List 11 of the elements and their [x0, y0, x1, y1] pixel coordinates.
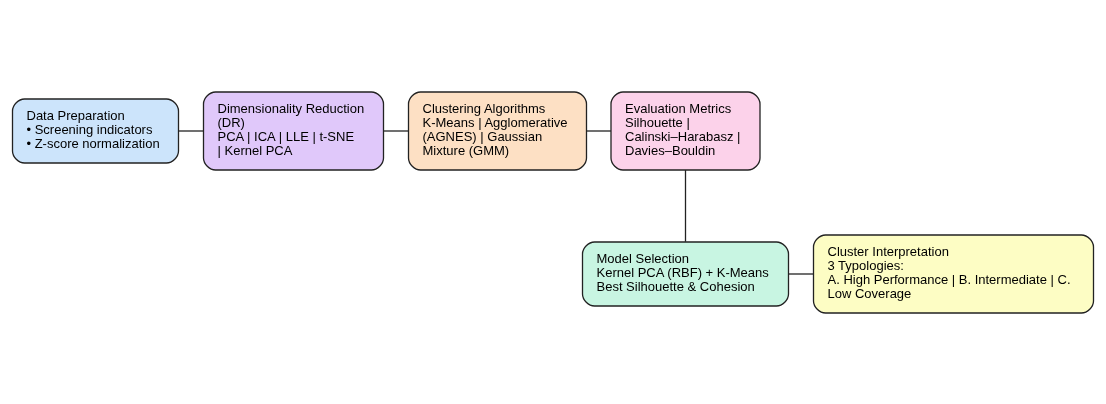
node-box: Evaluation Metrics Silhouette | Calinski–Harabasz | Davies–Bouldin — [610, 90, 761, 171]
node-box: Model Selection Kernel PCA (RBF) + K-Means Best Silhouette & Cohesion — [581, 240, 790, 307]
node-box: Clustering Algorithms K-Means | Agglomerative (AGNES) | Gaussian Mixture (GMM) — [407, 90, 588, 171]
connector — [585, 129, 612, 132]
node-box: Data Preparation • Screening indicators • Z-score normalization — [11, 97, 180, 164]
connector — [788, 272, 815, 275]
node-box: Cluster Interpretation 3 Typologies: A. High Performance | B. Intermediate | C. Low Coverage — [812, 233, 1095, 314]
connector — [177, 129, 204, 132]
node-box: Dimensionality Reduction (DR) PCA | ICA | LLE | t-SNE | Kernel PCA — [202, 90, 385, 171]
connector — [684, 168, 687, 242]
connector — [382, 129, 409, 132]
